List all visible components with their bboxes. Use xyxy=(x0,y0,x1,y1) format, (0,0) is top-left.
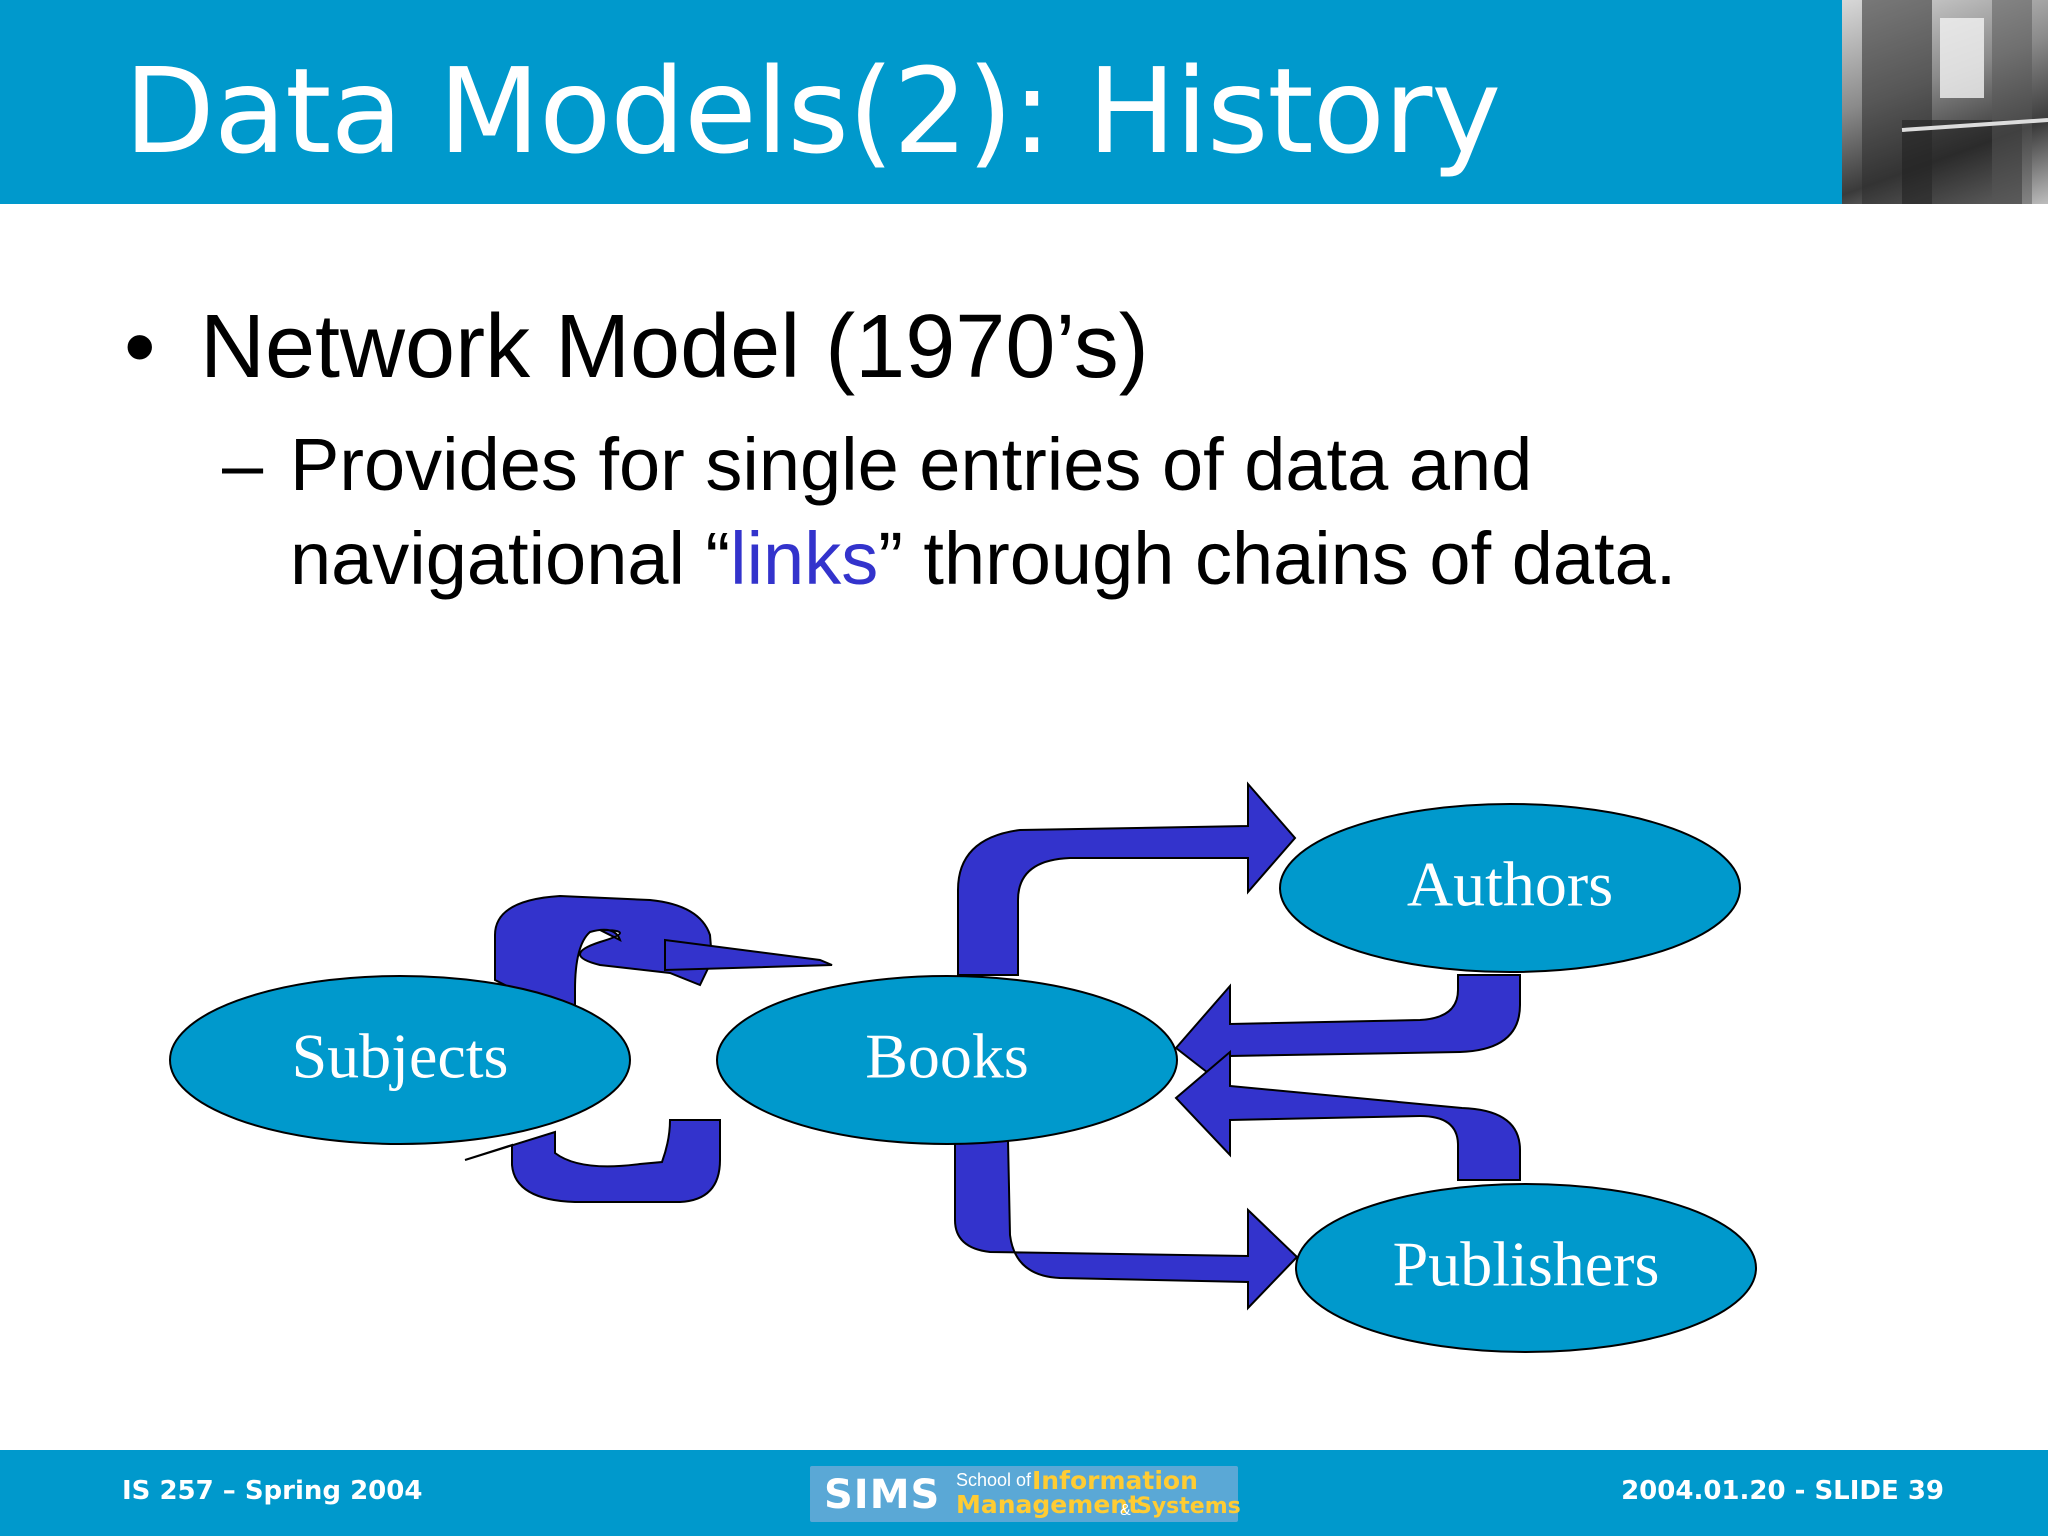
sub-bullet-line-1: Provides for single entries of data and xyxy=(290,423,1533,506)
arrow-publishers-to-books xyxy=(1174,1049,1521,1181)
links-highlight: links xyxy=(730,517,879,600)
logo-school-of: School of xyxy=(956,1470,1032,1490)
arrow-books-to-subjects xyxy=(464,1119,721,1203)
logo-management: Management xyxy=(956,1490,1141,1519)
sub-bullet-text: Provides for single entries of data and … xyxy=(290,418,1676,606)
node-books xyxy=(716,975,1178,1145)
logo-ampersand: & xyxy=(1120,1502,1131,1519)
arrow-books-to-publishers xyxy=(954,1139,1299,1311)
link-arrows xyxy=(464,781,1521,1311)
footer-bar: IS 257 – Spring 2004 SIMS School of Info… xyxy=(0,1450,2048,1536)
entity-nodes xyxy=(169,803,1757,1353)
arrow-head-subjects-books xyxy=(664,938,833,972)
node-publishers xyxy=(1295,1183,1757,1353)
sims-logo: SIMS School of Information Management & … xyxy=(810,1466,1241,1522)
network-model-diagram: Subjects Books Authors Publishers xyxy=(169,781,1757,1353)
sub-bullet-line-2: navigational “links” through chains of d… xyxy=(290,512,1676,606)
course-label: IS 257 – Spring 2004 xyxy=(122,1476,423,1506)
title-bar: Data Models(2): History xyxy=(0,0,2048,204)
bullet-marker: • xyxy=(124,297,156,397)
node-authors xyxy=(1279,803,1741,973)
label-books: Books xyxy=(865,1021,1029,1092)
node-subjects xyxy=(169,975,631,1145)
logo-systems: Systems xyxy=(1136,1494,1241,1519)
arrow-books-to-authors xyxy=(957,781,1297,976)
logo-information: Information xyxy=(1032,1466,1198,1495)
logo-sims-text: SIMS xyxy=(824,1472,941,1518)
arrow-authors-to-books xyxy=(1174,974,1521,1093)
sub-bullet-marker: – xyxy=(222,423,264,506)
sub-bullet-line-2-end: ” through chains of data. xyxy=(878,517,1677,600)
slide-title: Data Models(2): History xyxy=(124,42,1501,180)
building-photo xyxy=(1842,0,2048,204)
label-subjects: Subjects xyxy=(292,1021,509,1092)
bullet-network-model: • Network Model (1970’s) xyxy=(124,292,1149,402)
bullet-text: Network Model (1970’s) xyxy=(200,297,1149,397)
label-publishers: Publishers xyxy=(1393,1229,1660,1300)
arrow-subjects-to-books xyxy=(494,894,714,1022)
sub-bullet-line-2-start: navigational “ xyxy=(290,517,731,600)
label-authors: Authors xyxy=(1407,849,1613,920)
slide-number: 2004.01.20 - SLIDE 39 xyxy=(1621,1476,1944,1506)
